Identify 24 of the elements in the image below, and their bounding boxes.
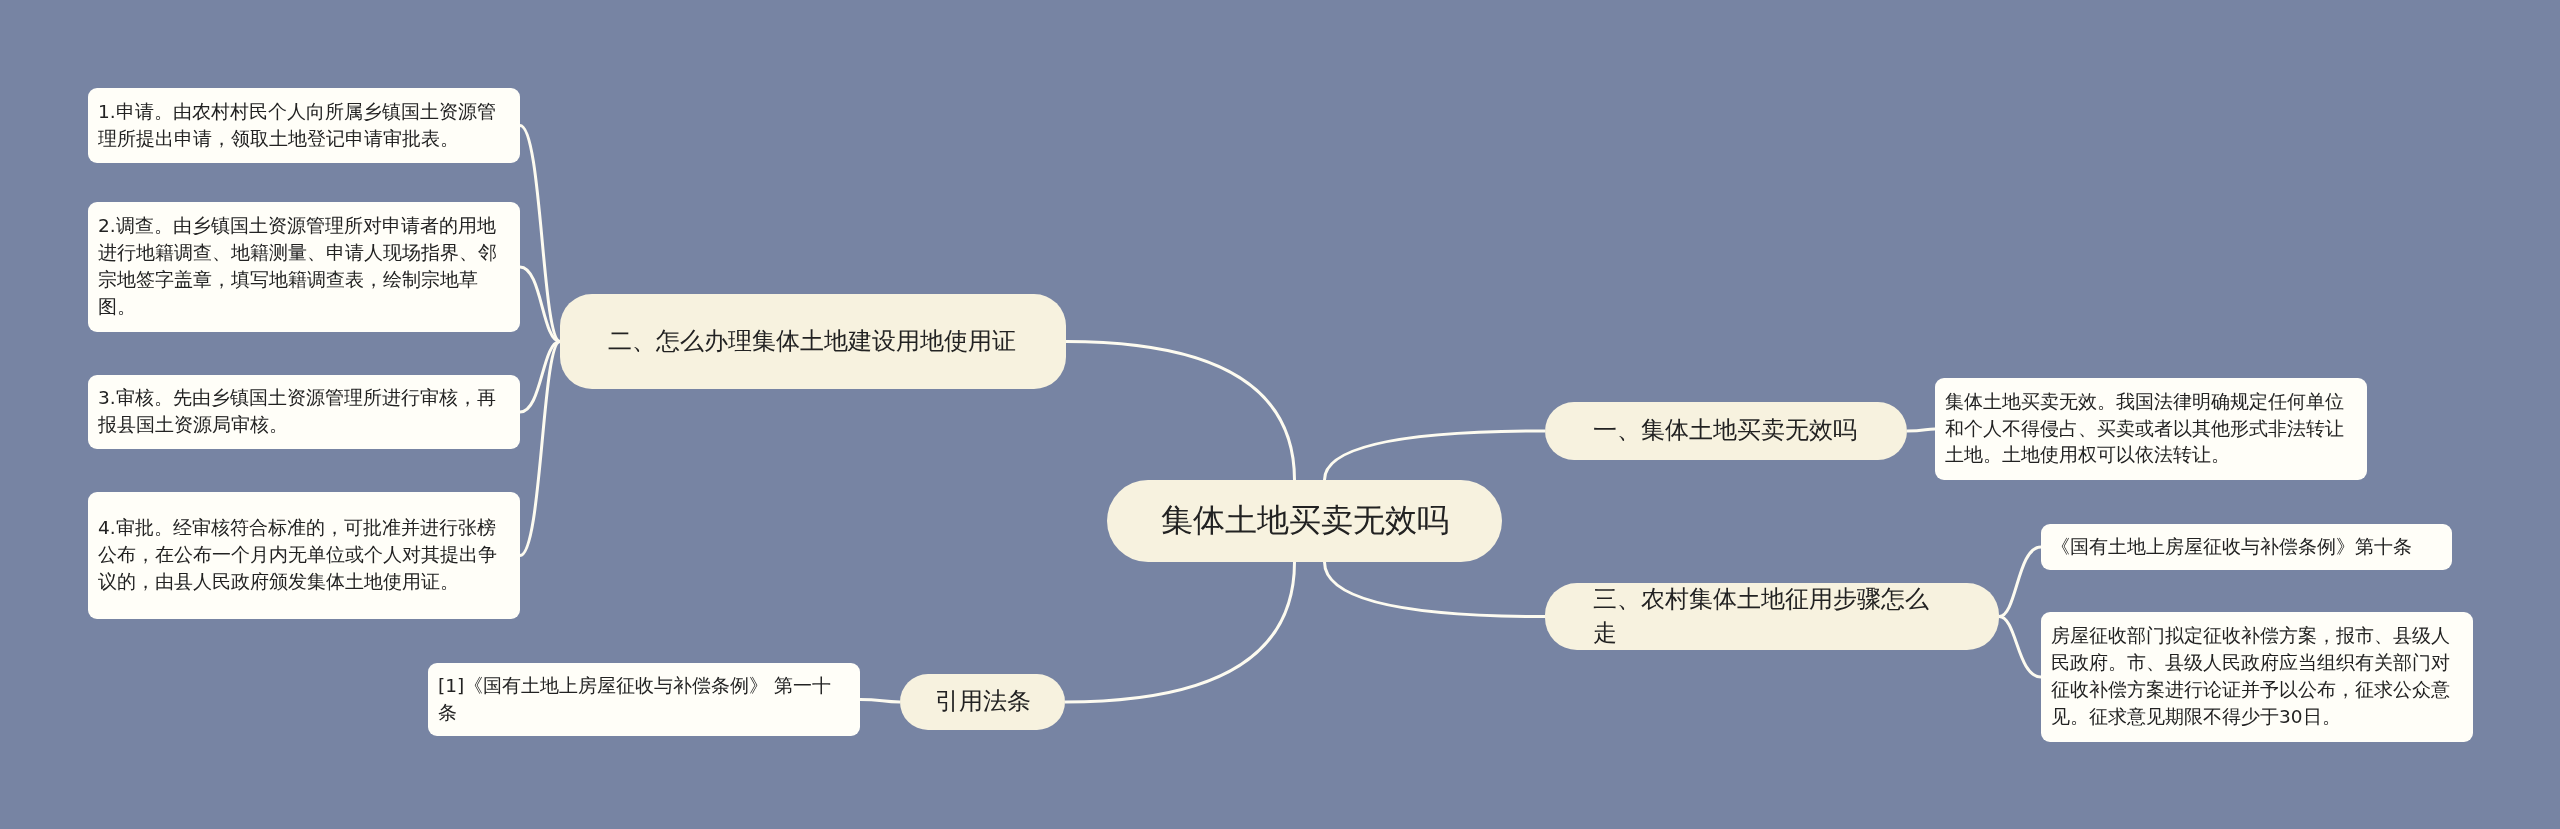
- connector-line: [1065, 340, 1296, 481]
- connector-line: [1323, 429, 1545, 481]
- connector-line: [1998, 615, 2042, 679]
- note-card: 4.审批。经审核符合标准的，可批准并进行张榜公布，在公布一个月内无单位或个人对其提出争议的，由县人民政府颁发集体土地使用证。: [88, 492, 520, 619]
- topic-bubble: 引用法条: [900, 674, 1065, 730]
- topic-bubble: 一、集体土地买卖无效吗: [1545, 402, 1907, 460]
- connector-line: [519, 265, 561, 343]
- topic-bubble: 二、怎么办理集体土地建设用地使用证: [560, 294, 1066, 389]
- connector-line: [1998, 545, 2042, 618]
- connector-line: [860, 698, 900, 704]
- connector-line: [1323, 561, 1545, 619]
- connector-line: [519, 340, 562, 557]
- connector-line: [1907, 427, 1936, 433]
- note-card: 《国有土地上房屋征收与补偿条例》第十条: [2041, 524, 2452, 570]
- note-card: 2.调查。由乡镇国土资源管理所对申请者的用地进行地籍调查、地籍测量、申请人现场指界、邻宗地签字盖章，填写地籍调查表，绘制宗地草图。: [88, 202, 520, 332]
- note-card: 集体土地买卖无效。我国法律明确规定任何单位和个人不得侵占、买卖或者以其他形式非法转让土地。土地使用权可以依法转让。: [1935, 378, 2367, 480]
- note-card: 3.审核。先由乡镇国土资源管理所进行审核，再报县国土资源局审核。: [88, 375, 520, 449]
- connector-line: [519, 124, 562, 343]
- connector-line: [1064, 561, 1296, 704]
- note-card: [1]《国有土地上房屋征收与补偿条例》 第一十条: [428, 663, 860, 736]
- topic-bubble: 三、农村集体土地征用步骤怎么走: [1545, 583, 1999, 651]
- note-card: 房屋征收部门拟定征收补偿方案，报市、县级人民政府。市、县级人民政府应当组织有关部门对征收补偿方案进行论证并予以公布，征求公众意见。征求意见期限不得少于30日。: [2041, 612, 2473, 742]
- central-topic: 集体土地买卖无效吗: [1107, 480, 1502, 562]
- note-card: 1.申请。由农村村民个人向所属乡镇国土资源管理所提出申请，领取土地登记申请审批表。: [88, 88, 520, 163]
